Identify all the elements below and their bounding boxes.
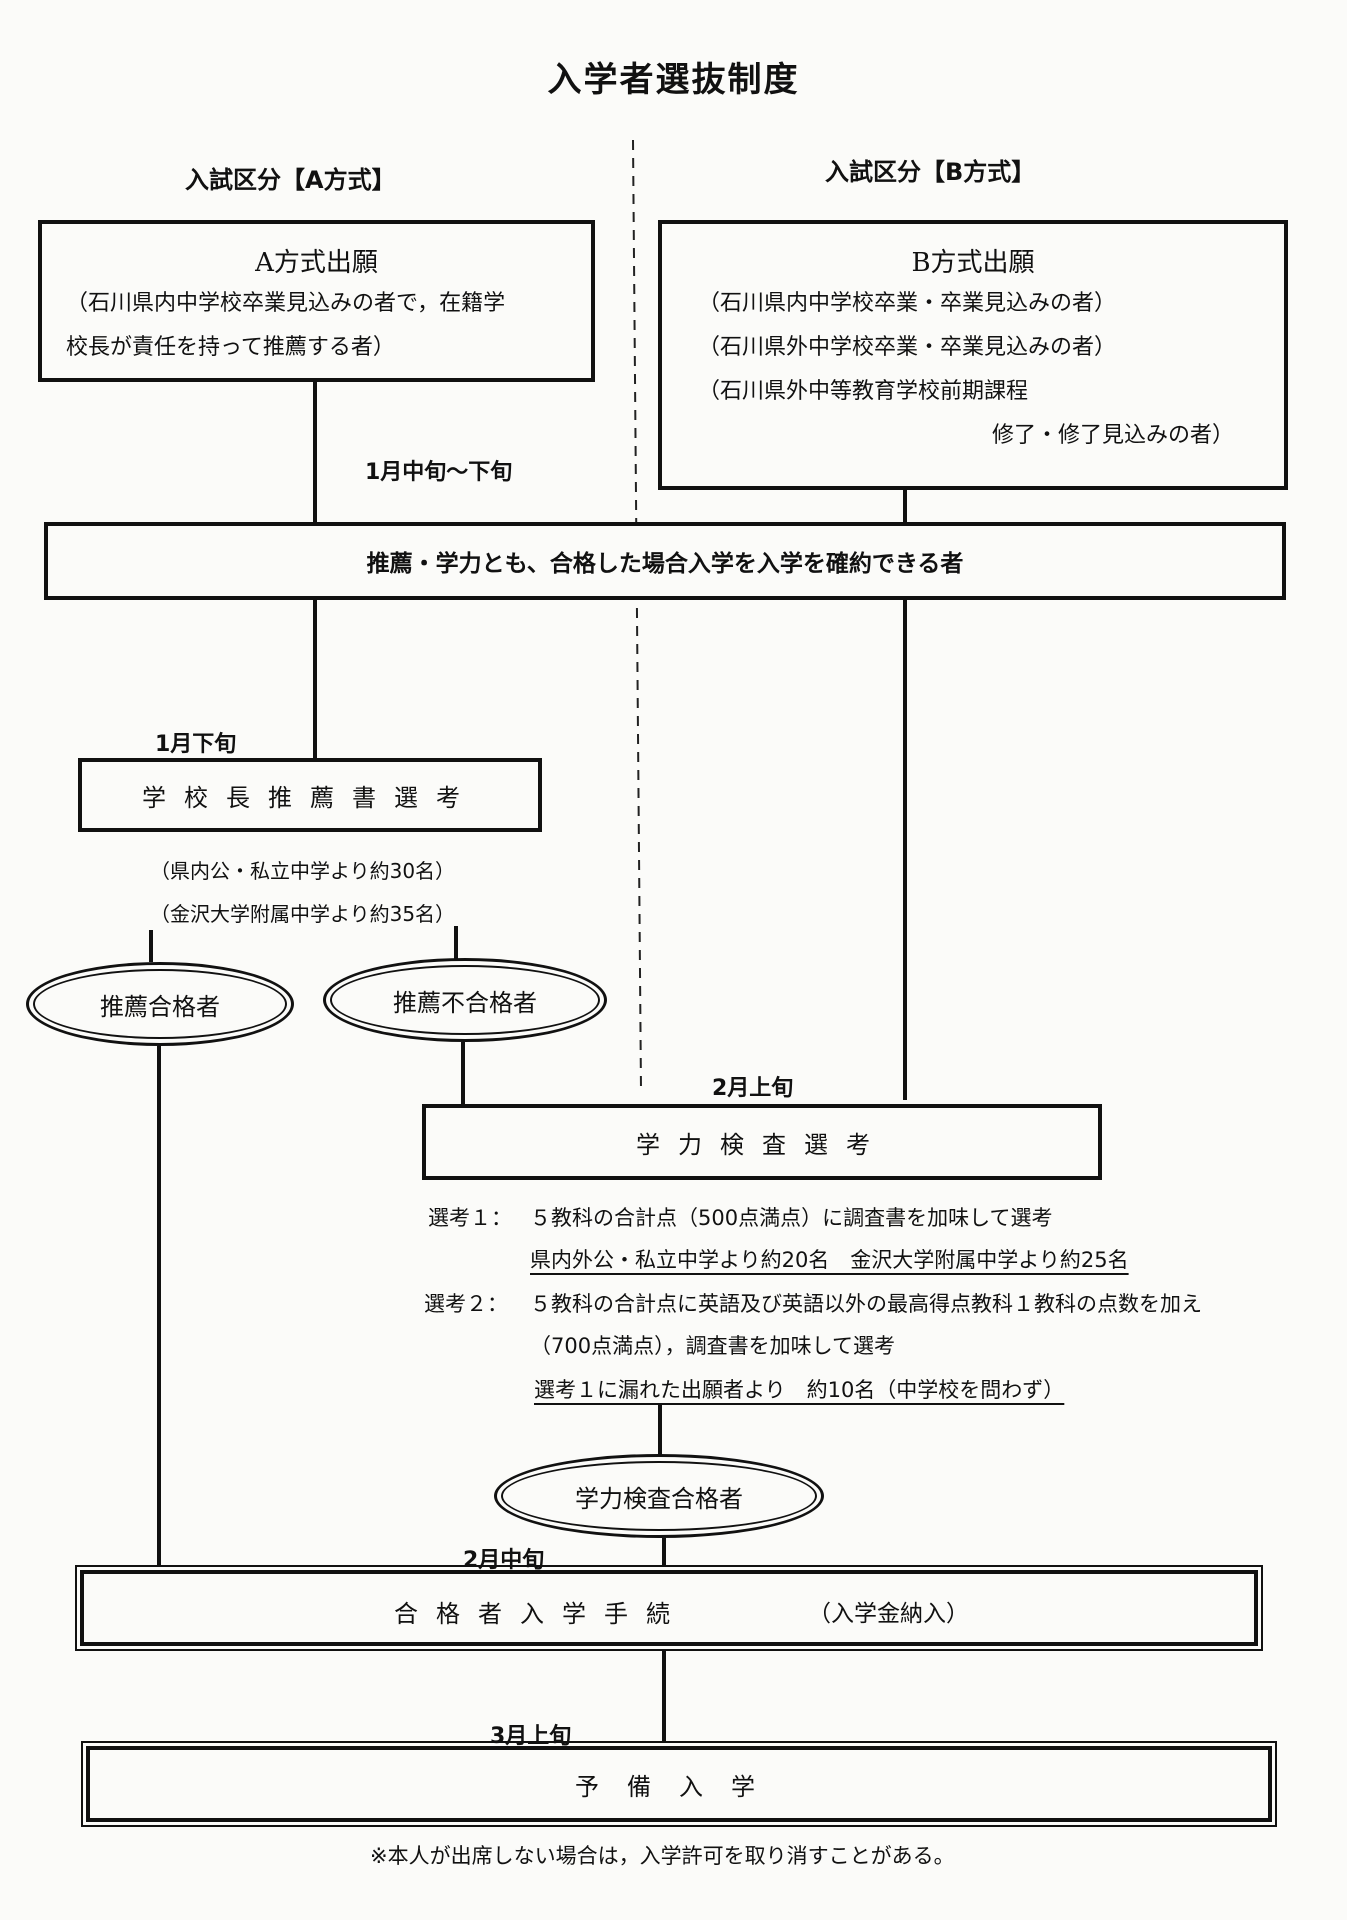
connector-principal-to-rec-fail xyxy=(454,926,458,960)
a-application-line-2: 校長が責任を持って推薦する者） xyxy=(66,335,395,360)
date-feb-early: 2月上旬 xyxy=(712,1076,794,1101)
enrollment-procedure-note: （入学金納入） xyxy=(808,1601,969,1627)
pre-enrollment-text: 予備入学 xyxy=(575,1772,783,1801)
principal-recommendation-text: 学校長推薦書選考 xyxy=(142,783,478,812)
principal-recommendation-box: 学校長推薦書選考 xyxy=(78,758,542,832)
selection-1-quota: 県内外公・私立中学より約20名 金沢大学附属中学より約25名 xyxy=(530,1248,1129,1272)
date-jan-mid-late: 1月中旬～下旬 xyxy=(365,460,513,485)
header-a-method: 入試区分【A方式】 xyxy=(185,166,396,194)
date-jan-late: 1月下旬 xyxy=(155,732,237,757)
header-b-method: 入試区分【B方式】 xyxy=(825,158,1036,186)
oval-recommendation-pass: 推薦合格者 xyxy=(26,962,294,1046)
connector-principal-to-rec-pass xyxy=(149,930,153,962)
enrollment-procedure-box: 合格者入学手続 （入学金納入） xyxy=(75,1565,1263,1651)
connector-b-to-commit xyxy=(903,490,907,522)
oval-recommendation-pass-label: 推薦合格者 xyxy=(100,992,220,1021)
b-application-line-4: 修了・修了見込みの者） xyxy=(992,423,1235,448)
pre-enrollment-box: 予備入学 xyxy=(81,1741,1277,1827)
selection-2-label: 選考２： xyxy=(424,1292,508,1316)
selection-1-text: ５教科の合計点（500点満点）に調査書を加味して選考 xyxy=(530,1206,1053,1230)
selection-2-text-cont: （700点満点），調査書を加味して選考 xyxy=(530,1334,895,1358)
principal-note-1: （県内公・私立中学より約30名） xyxy=(150,859,456,883)
date-mar-early: 3月上旬 xyxy=(490,1724,572,1749)
oval-exam-pass: 学力検査合格者 xyxy=(494,1454,824,1538)
b-application-line-2: （石川県外中学校卒業・卒業見込みの者） xyxy=(698,335,1117,360)
connector-selection-to-exam-pass xyxy=(658,1404,662,1456)
connector-enroll-to-pre xyxy=(662,1650,666,1742)
a-application-title: A方式出願 xyxy=(255,248,378,278)
date-feb-mid: 2月中旬 xyxy=(463,1548,545,1573)
oval-recommendation-fail: 推薦不合格者 xyxy=(323,958,607,1042)
connector-a-to-commit xyxy=(313,382,317,522)
b-application-title: B方式出願 xyxy=(911,248,1035,278)
connector-commit-to-principal xyxy=(313,600,317,758)
commitment-text: 推薦・学力とも、合格した場合入学を入学を確約できる者 xyxy=(366,551,964,577)
footnote: ※本人が出席しない場合は，入学許可を取り消すことがある。 xyxy=(370,1844,955,1868)
commitment-box: 推薦・学力とも、合格した場合入学を入学を確約できる者 xyxy=(44,522,1286,600)
b-application-line-1: （石川県内中学校卒業・卒業見込みの者） xyxy=(698,291,1117,316)
connector-rec-fail-to-exam xyxy=(461,1042,465,1108)
academic-exam-text: 学力検査選考 xyxy=(636,1130,888,1159)
oval-recommendation-fail-label: 推薦不合格者 xyxy=(393,988,537,1017)
oval-exam-pass-label: 学力検査合格者 xyxy=(575,1484,743,1513)
selection-1-label: 選考１： xyxy=(428,1206,512,1230)
connector-exam-pass-to-enroll xyxy=(662,1538,666,1566)
page-title: 入学者選抜制度 xyxy=(547,60,800,100)
a-application-box: A方式出願 （石川県内中学校卒業見込みの者で，在籍学 校長が責任を持って推薦する… xyxy=(38,220,595,382)
principal-note-2: （金沢大学附属中学より約35名） xyxy=(150,902,456,926)
b-application-box: B方式出願 （石川県内中学校卒業・卒業見込みの者） （石川県外中学校卒業・卒業見… xyxy=(658,220,1288,490)
academic-exam-box: 学力検査選考 xyxy=(422,1104,1102,1180)
selection-2-quota: 選考１に漏れた出願者より 約10名（中学校を問わず） xyxy=(534,1378,1065,1402)
b-application-line-3: （石川県外中等教育学校前期課程 xyxy=(698,379,1029,404)
connector-commit-to-exam xyxy=(903,600,907,1100)
connector-rec-pass-to-enroll xyxy=(157,1046,161,1566)
enrollment-procedure-text: 合格者入学手続 xyxy=(394,1600,688,1628)
selection-2-text: ５教科の合計点に英語及び英語以外の最高得点教科１教科の点数を加え xyxy=(530,1292,1202,1316)
a-application-line-1: （石川県内中学校卒業見込みの者で，在籍学 xyxy=(66,291,506,316)
